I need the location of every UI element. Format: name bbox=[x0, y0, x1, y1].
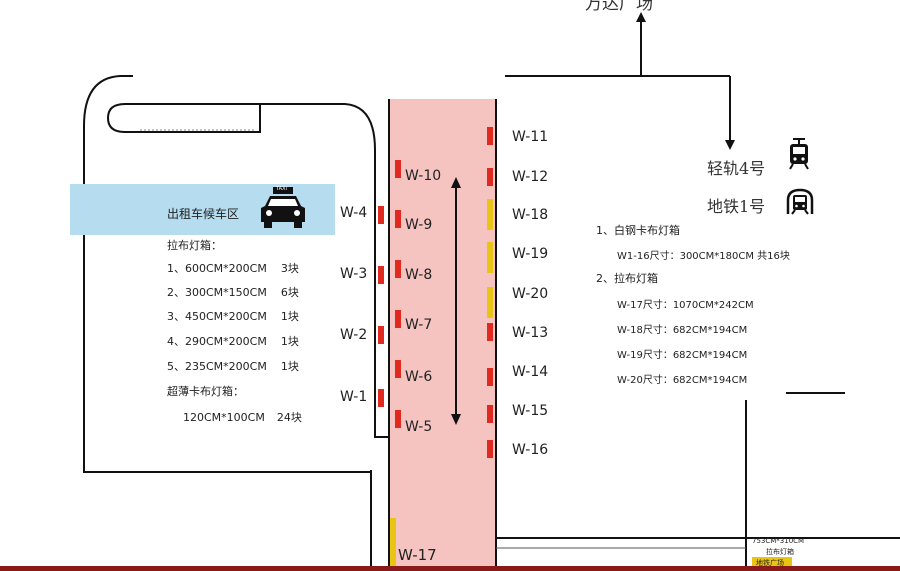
box-w18 bbox=[487, 199, 493, 230]
box-w6 bbox=[395, 360, 401, 378]
light-rail-label: 轻轨4号 bbox=[707, 159, 766, 178]
corridor-arrow-down bbox=[451, 414, 461, 425]
plaza-arrow-head bbox=[636, 12, 646, 22]
bottom-box-type: 拉布灯箱 bbox=[766, 548, 794, 556]
label-w20: W-20 bbox=[512, 286, 549, 302]
label-w10: W-10 bbox=[405, 168, 442, 184]
label-w15: W-15 bbox=[512, 403, 549, 419]
box-w14 bbox=[487, 368, 493, 386]
box-w10 bbox=[395, 160, 401, 178]
label-w8: W-8 bbox=[405, 267, 433, 283]
box-w2 bbox=[378, 326, 384, 344]
label-w11: W-11 bbox=[512, 129, 549, 145]
label-w1: W-1 bbox=[340, 389, 368, 405]
metro-label: 地铁1号 bbox=[707, 197, 766, 216]
bottom-box-size: 753CM*310CM bbox=[752, 537, 805, 545]
bottom-box-marker bbox=[752, 557, 792, 566]
label-w3: W-3 bbox=[340, 266, 368, 282]
spec-line-1: W1-16尺寸：300CM*180CM 共16块 bbox=[617, 251, 790, 262]
label-w9: W-9 bbox=[405, 217, 433, 233]
box-w9 bbox=[395, 210, 401, 228]
box-w5 bbox=[395, 410, 401, 428]
ramp-loop bbox=[106, 103, 345, 133]
box-w16 bbox=[487, 440, 493, 458]
transit-arrow-head bbox=[725, 140, 735, 150]
left-list-heading-2: 超薄卡布灯箱： bbox=[167, 385, 244, 398]
box-w7 bbox=[395, 310, 401, 328]
box-w3 bbox=[378, 266, 384, 284]
box-w12 bbox=[487, 168, 493, 186]
corridor-arrow-up bbox=[451, 177, 461, 188]
box-w15 bbox=[487, 405, 493, 423]
taxi-icon: TAXI bbox=[257, 186, 309, 232]
spec-heading-2: 2、拉布灯箱 bbox=[596, 272, 658, 285]
label-w4: W-4 bbox=[340, 205, 368, 221]
left-inner-wall bbox=[344, 103, 389, 438]
label-w13: W-13 bbox=[512, 325, 549, 341]
label-w17: W-17 bbox=[398, 546, 437, 564]
label-w6: W-6 bbox=[405, 369, 433, 385]
plaza-label: 万达广场 bbox=[585, 0, 653, 14]
bottom-border bbox=[0, 566, 900, 571]
label-w2: W-2 bbox=[340, 327, 368, 343]
spec-line-w18: W-18尺寸：682CM*194CM bbox=[617, 325, 748, 336]
taxi-zone-label: 出租车候车区 bbox=[167, 207, 240, 221]
box-w1 bbox=[378, 389, 384, 407]
box-w13 bbox=[487, 323, 493, 341]
label-w18: W-18 bbox=[512, 207, 549, 223]
spec-line-w17: W-17尺寸：1070CM*242CM bbox=[617, 300, 754, 311]
label-w5: W-5 bbox=[405, 419, 433, 435]
box-w19 bbox=[487, 242, 493, 273]
box-w4 bbox=[378, 206, 384, 224]
label-w12: W-12 bbox=[512, 169, 549, 185]
label-w19: W-19 bbox=[512, 246, 549, 262]
corridor bbox=[389, 99, 496, 571]
light-rail-icon bbox=[787, 138, 811, 170]
label-w7: W-7 bbox=[405, 317, 433, 333]
label-w14: W-14 bbox=[512, 364, 549, 380]
left-list-heading: 拉布灯箱： bbox=[167, 239, 222, 252]
bottom-box-place: 地铁广场 bbox=[756, 559, 784, 567]
metro-icon bbox=[786, 188, 814, 216]
spec-line-w20: W-20尺寸：682CM*194CM bbox=[617, 375, 748, 386]
taxi-badge: TAXI bbox=[276, 186, 287, 192]
label-w16: W-16 bbox=[512, 442, 549, 458]
box-w17 bbox=[390, 518, 396, 566]
box-w8 bbox=[395, 260, 401, 278]
box-w11 bbox=[487, 127, 493, 145]
spec-heading-1: 1、白钢卡布灯箱 bbox=[596, 224, 680, 237]
box-w20 bbox=[487, 287, 493, 318]
left-building-outline bbox=[83, 75, 371, 473]
spec-line-w19: W-19尺寸：682CM*194CM bbox=[617, 350, 748, 361]
